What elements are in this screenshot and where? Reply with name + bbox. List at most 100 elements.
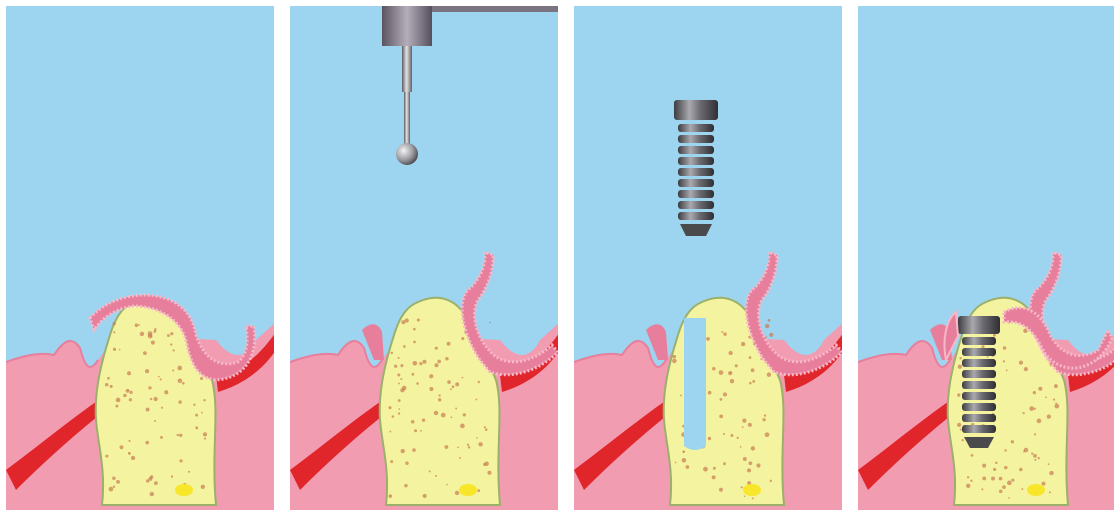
bone-speckle [438, 394, 440, 396]
bone-speckle [405, 462, 408, 465]
bone-speckle [971, 454, 974, 457]
implant-thread [678, 157, 714, 165]
implant-thread [962, 370, 996, 378]
bone-speckle [112, 476, 115, 479]
panel-1 [6, 6, 276, 510]
bone-speckle [398, 399, 401, 402]
bone-speckle [437, 360, 441, 364]
bone-core [459, 484, 477, 496]
bone-speckle [721, 331, 723, 333]
bone-speckle [1037, 419, 1042, 424]
bone-speckle [461, 337, 464, 340]
bone-speckle [413, 341, 416, 344]
implant-thread [962, 425, 996, 433]
bone-speckle [444, 445, 448, 449]
bone-speckle [1004, 466, 1007, 469]
bone-speckle [145, 369, 149, 373]
bone-speckle [756, 463, 760, 467]
bone-speckle [966, 484, 970, 488]
bone-speckle [740, 446, 742, 448]
bone-speckle [737, 437, 739, 439]
bone-speckle [970, 480, 972, 482]
bone-speckle [957, 393, 960, 396]
bone-speckle [1038, 387, 1042, 391]
bone-speckle [770, 480, 772, 482]
bone-speckle [401, 320, 405, 324]
bone-speckle [1049, 491, 1051, 493]
bone-speckle [200, 377, 203, 380]
bone-speckle [178, 379, 183, 384]
panel-4 [858, 6, 1117, 510]
bone-speckle [680, 394, 682, 396]
bone-speckle [435, 347, 438, 350]
bone-speckle [148, 331, 153, 336]
bone-speckle [1047, 414, 1051, 418]
bone-speckle [146, 479, 149, 482]
bone-speckle [170, 332, 173, 335]
bone-speckle [1021, 488, 1023, 490]
bone-speckle [764, 414, 766, 416]
bone-speckle [1033, 391, 1036, 394]
bone-speckle [1002, 485, 1006, 489]
bone-speckle [719, 415, 723, 419]
bone-speckle [188, 471, 190, 473]
bone-speckle [1003, 360, 1005, 362]
implant-head [958, 316, 1000, 334]
bone-speckle [404, 484, 408, 488]
bone-speckle [129, 398, 132, 401]
implant-thread [678, 212, 714, 220]
panels-root [6, 6, 1117, 510]
bone-speckle [1006, 369, 1008, 371]
bone-speckle [120, 445, 124, 449]
bone-speckle [176, 434, 178, 436]
implant-head [674, 100, 718, 120]
bone-speckle [462, 377, 464, 379]
bone-speckle [712, 475, 716, 479]
bone-speckle [991, 476, 995, 480]
bone-speckle [160, 378, 162, 380]
bone-speckle [391, 352, 394, 355]
bone-speckle [178, 400, 181, 403]
bone-speckle [762, 418, 765, 421]
bone-speckle [434, 411, 438, 415]
bone-speckle [195, 426, 198, 429]
bone-speckle [411, 420, 415, 424]
bone-speckle [402, 386, 407, 391]
bone-speckle [1024, 367, 1028, 371]
bone-speckle [1033, 454, 1037, 458]
bone-speckle [723, 332, 727, 336]
bone-speckle [195, 414, 198, 417]
bone-speckle [1034, 433, 1036, 435]
bone-speckle [154, 420, 156, 422]
bone-speckle [447, 380, 451, 384]
bone-speckle [485, 428, 488, 431]
bone-speckle [1019, 468, 1023, 472]
bone-speckle [703, 467, 708, 472]
bone-speckle [128, 440, 130, 442]
bone-speckle [959, 357, 961, 359]
bone-speckle [706, 337, 710, 341]
bone-speckle [484, 461, 489, 466]
bone-speckle [398, 357, 400, 359]
bone-speckle [719, 488, 723, 492]
bone-speckle [150, 398, 152, 400]
bone-speckle [429, 470, 431, 472]
bone-speckle [1055, 402, 1057, 404]
bone-speckle [413, 328, 416, 331]
bone-speckle [455, 382, 459, 386]
bone-speckle [735, 364, 738, 367]
implant-thread [962, 348, 996, 356]
bone-speckle [467, 444, 469, 446]
bone-speckle [769, 333, 773, 337]
bone-speckle [723, 433, 725, 435]
bone-speckle [742, 418, 746, 422]
bone-speckle [164, 390, 168, 394]
bone-speckle [999, 477, 1003, 481]
bone-speckle [730, 379, 734, 383]
bone-speckle [748, 336, 751, 339]
bone-speckle [477, 489, 480, 492]
bone-speckle [450, 388, 452, 390]
bone-speckle [765, 432, 770, 437]
implant-thread [678, 135, 714, 143]
bone-speckle [435, 475, 437, 477]
